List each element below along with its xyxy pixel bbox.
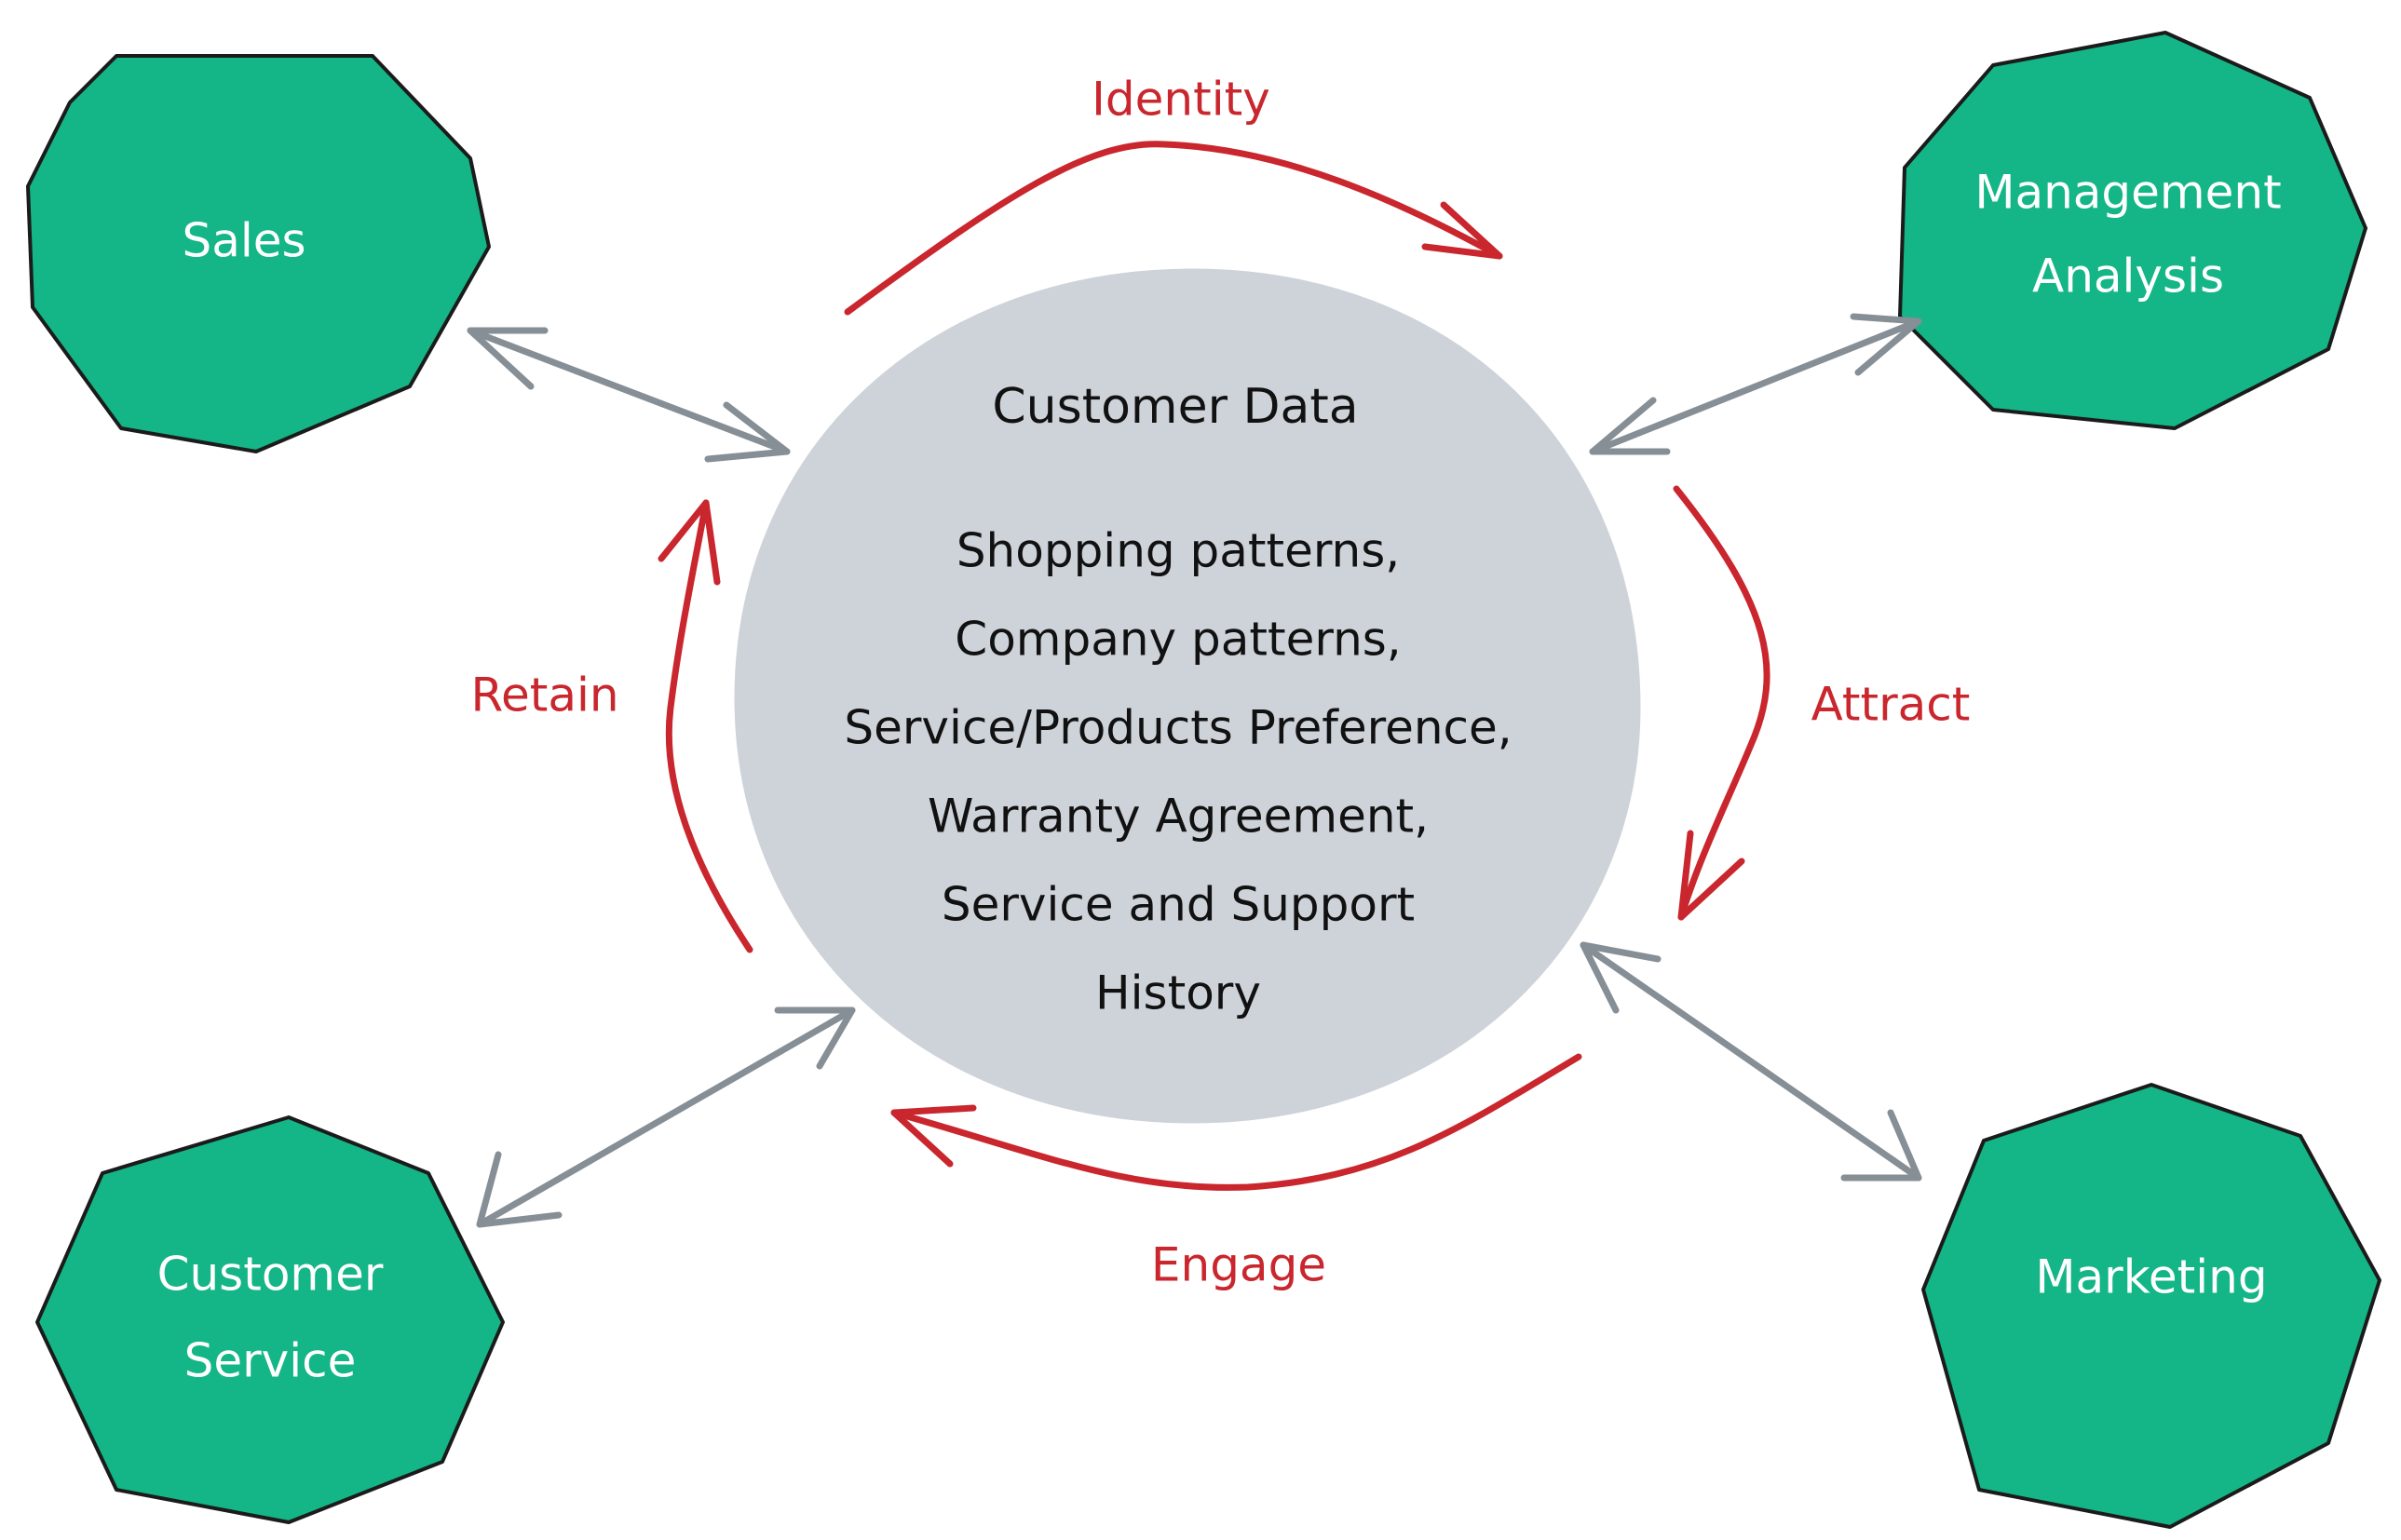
engage-arrow: Engage — [890, 1053, 1582, 1292]
customer-service-link-arrow — [476, 1006, 856, 1228]
retain-arrow: Retain — [470, 499, 753, 953]
identity-arrow: Identity — [844, 73, 1503, 316]
sales-link-arrow — [467, 327, 791, 463]
attract-label: Attract — [1811, 678, 1971, 732]
marketing-label: Marketing — [2035, 1250, 2267, 1304]
customer-data-line: History — [1095, 966, 1261, 1020]
customer-data-circle — [734, 268, 1641, 1124]
customer-data-line: Warranty Agreement, — [928, 790, 1429, 844]
management-analysis-node: Management Analysis — [1898, 31, 2367, 430]
management-link-arrow — [1589, 313, 1922, 455]
sales-octagon — [26, 54, 491, 453]
customer-service-node: Customer Service — [35, 1115, 505, 1524]
customer-data-title: Customer Data — [992, 379, 1358, 435]
marketing-node: Marketing — [1921, 1083, 2381, 1529]
customer-service-octagon — [35, 1115, 505, 1524]
marketing-link-arrow — [1580, 941, 1922, 1182]
identity-label: Identity — [1092, 73, 1270, 127]
customer-data-line: Shopping patterns, — [956, 524, 1400, 578]
customer-data-line: Service/Products Preference, — [844, 701, 1512, 755]
customer-data-line: Service and Support — [942, 878, 1415, 932]
marketing-octagon — [1921, 1083, 2381, 1529]
management-analysis-label-line: Analysis — [2032, 250, 2224, 304]
customer-service-label-line: Customer — [157, 1248, 384, 1302]
sales-label: Sales — [182, 214, 305, 268]
engage-label: Engage — [1151, 1238, 1326, 1292]
sales-node: Sales — [26, 54, 491, 453]
customer-service-label-line: Service — [184, 1334, 357, 1388]
management-analysis-octagon — [1898, 31, 2367, 430]
attract-arrow: Attract — [1673, 485, 1971, 921]
customer-data-hub: Customer Data Shopping patterns, Company… — [734, 268, 1641, 1124]
retain-label: Retain — [470, 669, 618, 723]
customer-data-line: Company patterns, — [955, 613, 1401, 667]
management-analysis-label-line: Management — [1974, 166, 2281, 220]
